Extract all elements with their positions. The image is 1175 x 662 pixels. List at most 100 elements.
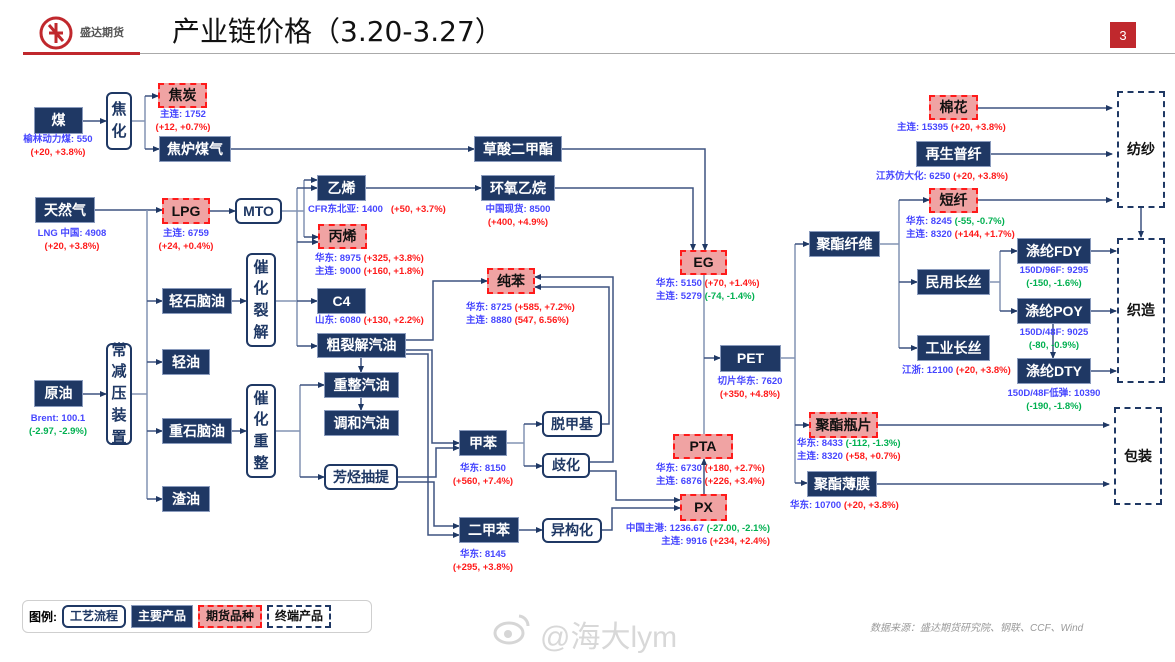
price-label: LNG 中国: 4908 [37, 228, 107, 239]
node-recycled: 再生普纤 [916, 141, 991, 167]
node-eg: EG [680, 250, 727, 275]
node-label: 原油 [44, 385, 73, 402]
node-dmo: 草酸二甲酯 [474, 136, 562, 162]
price-label: 中国现货: 8500 [485, 204, 551, 215]
node-aromatics: 芳烃抽提 [324, 464, 398, 490]
node-coal: 煤 [34, 107, 83, 134]
price-change: (+295, +3.8%) [452, 561, 514, 573]
node-label: 聚酯纤维 [816, 235, 873, 252]
price-block-lpg: 主连: 6759(+24, +0.4%) [106, 228, 266, 253]
node-eo: 环氧乙烷 [481, 175, 555, 201]
node-light-naphtha: 轻石脑油 [162, 288, 232, 314]
price-block-ethylene: CFR东北亚: 1400 (+50, +3.7%) [308, 204, 446, 217]
node-label: MTO [243, 202, 274, 219]
node-heavy-naphtha: 重石脑油 [162, 418, 232, 444]
price-block-c4: 山东: 6080 (+130, +2.2%) [315, 315, 424, 328]
page-number: 3 [1110, 22, 1136, 48]
node-label: 环氧乙烷 [490, 179, 546, 196]
node-label: 纺纱 [1127, 141, 1155, 158]
price-label: 150D/48F: 9025 [1019, 327, 1089, 338]
node-label: 聚酯薄膜 [814, 475, 870, 492]
node-label: 纯苯 [497, 272, 525, 289]
node-label: 涤纶DTY [1026, 362, 1082, 379]
price-change: (+350, +4.8%) [719, 388, 781, 400]
price-label: 榆林动力煤: 550 [23, 134, 93, 145]
price-label: 华东: 8975 [315, 253, 361, 264]
node-lpg: LPG [162, 198, 210, 224]
price-change: (-55, -0.7%) [954, 216, 1005, 227]
watermark: @海大lym [540, 621, 678, 654]
node-dispro: 歧化 [542, 453, 590, 478]
node-label: 异构化 [551, 522, 593, 539]
node-label: 调和汽油 [333, 414, 390, 431]
flow-arrow [534, 274, 614, 463]
flow-arrow [562, 148, 708, 251]
price-label: 150D/96F: 9295 [1019, 265, 1089, 276]
node-isomer: 异构化 [542, 518, 602, 543]
node-label: 织造 [1127, 302, 1155, 319]
price-label: 华东: 8725 [466, 302, 512, 313]
node-packaging: 包装 [1114, 407, 1162, 505]
flow-arrow [534, 284, 610, 425]
price-label: 主连: 5279 [656, 290, 702, 302]
node-reformate: 重整汽油 [324, 372, 399, 398]
node-label: 轻油 [172, 353, 200, 370]
node-coke: 焦炭 [158, 83, 207, 108]
price-block-recycled: 江苏仿大化: 6250 (+20, +3.8%) [876, 171, 1008, 184]
node-label: 重整汽油 [333, 376, 390, 393]
node-xylene: 二甲苯 [459, 517, 519, 543]
price-label: 主连: 15395 [897, 122, 949, 133]
price-block-benzene: 华东: 8725 (+585, +7.2%)主连: 8880 (547, 6.5… [466, 302, 575, 327]
price-change: (+20, +3.8%) [30, 146, 86, 158]
node-label: 涤纶POY [1025, 302, 1083, 319]
price-label: 主连: 8320 [906, 228, 952, 240]
price-change: (547, 6.56%) [514, 314, 569, 326]
price-change: (-150, -1.6%) [1026, 277, 1082, 289]
price-change: (+20, +3.8%) [953, 171, 1008, 182]
node-label: 工业长丝 [925, 339, 982, 356]
price-change: (-190, -1.8%) [1026, 400, 1082, 412]
node-label: 乙烯 [327, 179, 356, 196]
price-change: (+585, +7.2%) [514, 302, 575, 313]
node-industrial-filament: 工业长丝 [917, 335, 990, 361]
price-block-px: 中国主港: 1236.67 (-27.00, -2.1%)主连: 9916 (+… [626, 523, 770, 548]
price-label: 主连: 8320 [797, 450, 843, 462]
node-light-oil: 轻油 [162, 349, 210, 375]
node-residue: 渣油 [162, 486, 210, 512]
price-block-fdy: 150D/96F: 9295(-150, -1.6%) [974, 265, 1134, 290]
price-change: (+130, +2.2%) [363, 315, 424, 326]
flow-arrow [398, 481, 460, 529]
price-change: (-27.00, -2.1%) [706, 523, 770, 534]
node-label: 煤 [51, 112, 66, 129]
node-poy: 涤纶POY [1017, 298, 1091, 324]
weibo-icon [493, 614, 530, 645]
price-label: 华东: 8245 [906, 216, 952, 227]
flow-arrow [555, 187, 696, 251]
node-label: EG [693, 254, 714, 271]
company-logo-icon [39, 16, 73, 50]
price-change: (+400, +4.9%) [487, 216, 549, 228]
price-label: 主连: 8880 [466, 314, 512, 326]
node-label: 短纤 [939, 192, 968, 209]
node-label: 再生普纤 [925, 145, 982, 162]
node-bottle: 聚酯瓶片 [809, 412, 878, 438]
node-label: 焦化 [111, 101, 127, 140]
node-blend-gas: 调和汽油 [324, 410, 399, 436]
price-block-cotton: 主连: 15395 (+20, +3.8%) [897, 122, 1006, 135]
node-label: 粗裂解汽油 [326, 337, 397, 354]
node-mto: MTO [235, 198, 282, 224]
node-label: 脱甲基 [551, 415, 593, 432]
price-block-propylene: 华东: 8975 (+325, +3.8%)主连: 9000 (+160, +1… [315, 253, 424, 278]
node-label: PET [736, 350, 765, 367]
price-change: (+12, +0.7%) [155, 121, 211, 133]
legend-main-product: 主要产品 [131, 605, 194, 628]
node-cdu: 常减压装置 [106, 342, 132, 446]
flow-arrow [406, 349, 460, 446]
node-coking: 焦化 [106, 92, 132, 150]
node-label: 常减压装置 [111, 341, 127, 446]
node-benzene: 纯苯 [487, 268, 535, 294]
node-demethyl: 脱甲基 [542, 411, 602, 437]
node-px: PX [680, 494, 727, 521]
node-label: 聚酯瓶片 [815, 416, 872, 433]
price-label: 中国主港: 1236.67 [625, 523, 704, 534]
